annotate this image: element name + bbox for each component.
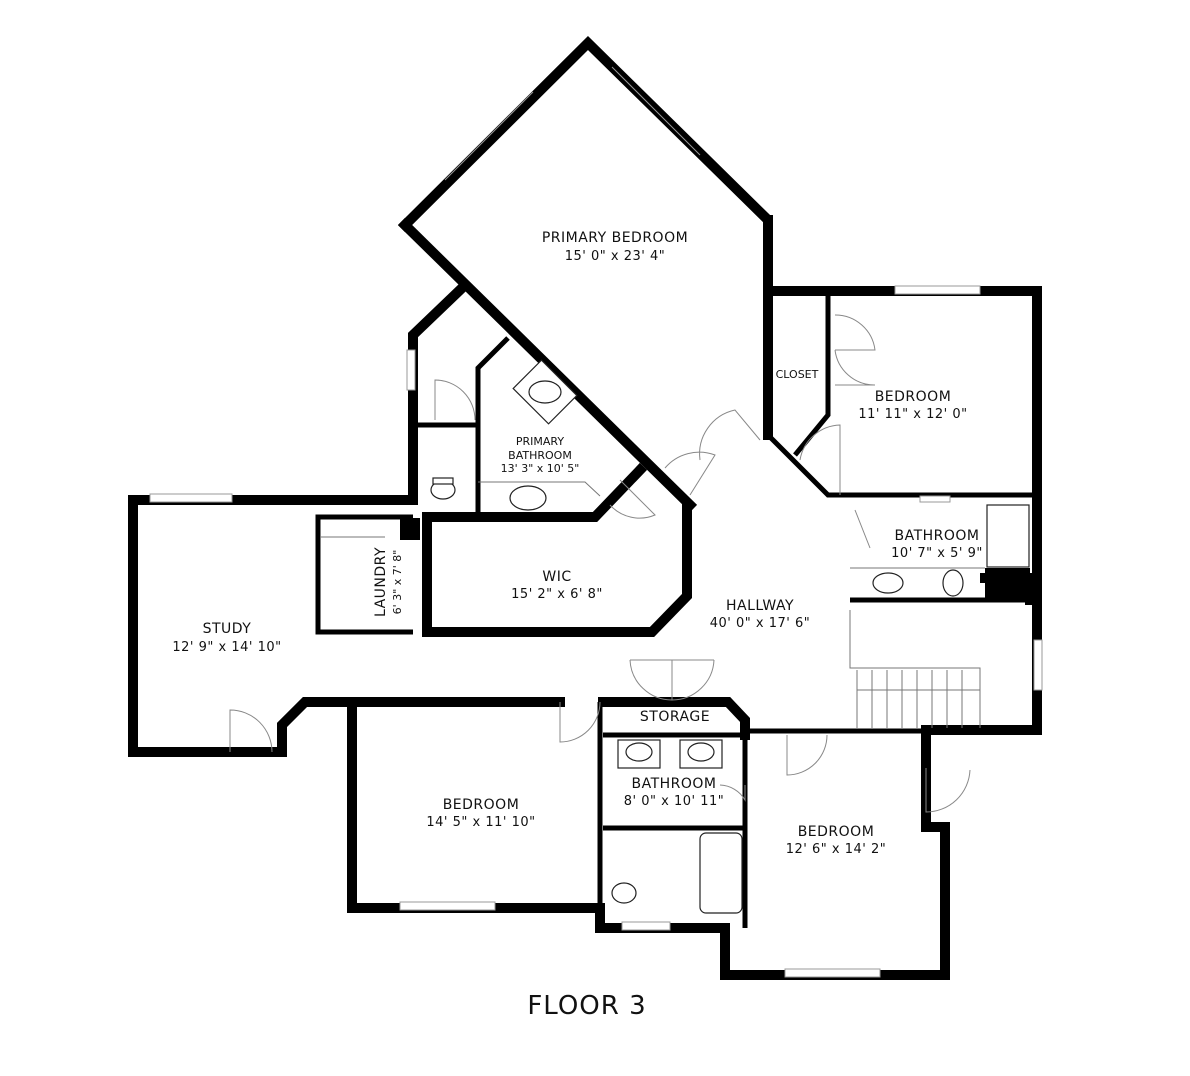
bathroom-e-dims: 10' 7" x 5' 9" xyxy=(891,546,983,561)
bedroom-ne-dims: 11' 11" x 12' 0" xyxy=(858,407,967,422)
study-dims: 12' 9" x 14' 10" xyxy=(172,640,281,655)
bedroom-sw-dims: 14' 5" x 11' 10" xyxy=(426,815,535,830)
wic-name: WIC xyxy=(542,569,571,585)
primary-bathroom-name-2: BATHROOM xyxy=(508,449,572,462)
hallway-dims: 40' 0" x 17' 6" xyxy=(710,616,810,631)
bedroom-ne-name: BEDROOM xyxy=(875,389,952,405)
primary-bedroom-name: PRIMARY BEDROOM xyxy=(542,230,688,246)
walls xyxy=(128,35,1042,980)
storage-name: STORAGE xyxy=(640,709,710,725)
bedroom-se-dims: 12' 6" x 14' 2" xyxy=(786,842,886,857)
primary-bedroom-dims: 15' 0" x 23' 4" xyxy=(565,249,665,264)
bathroom-e-name: BATHROOM xyxy=(894,528,979,544)
wall-block xyxy=(400,518,420,540)
bedroom-se-name: BEDROOM xyxy=(798,824,875,840)
fixtures xyxy=(320,359,1030,914)
closet-name: CLOSET xyxy=(776,368,819,381)
room-labels: PRIMARY BEDROOM 15' 0" x 23' 4" PRIMARY … xyxy=(172,230,982,857)
primary-bathroom-dims: 13' 3" x 10' 5" xyxy=(501,462,580,475)
wic-dims: 15' 2" x 6' 8" xyxy=(511,587,603,602)
doors xyxy=(229,314,971,813)
laundry-dims: 6' 3" x 7' 8" xyxy=(391,550,404,615)
laundry-name: LAUNDRY xyxy=(373,547,389,617)
windows xyxy=(149,66,1043,978)
floor-label: FLOOR 3 xyxy=(527,991,646,1021)
wall-block xyxy=(985,568,1030,600)
bathroom-s-dims: 8' 0" x 10' 11" xyxy=(624,794,724,809)
bedroom-sw-name: BEDROOM xyxy=(443,797,520,813)
primary-bathroom-name-1: PRIMARY xyxy=(516,435,564,448)
hallway-name: HALLWAY xyxy=(726,598,794,614)
bathroom-s-name: BATHROOM xyxy=(631,776,716,792)
study-name: STUDY xyxy=(203,621,252,637)
